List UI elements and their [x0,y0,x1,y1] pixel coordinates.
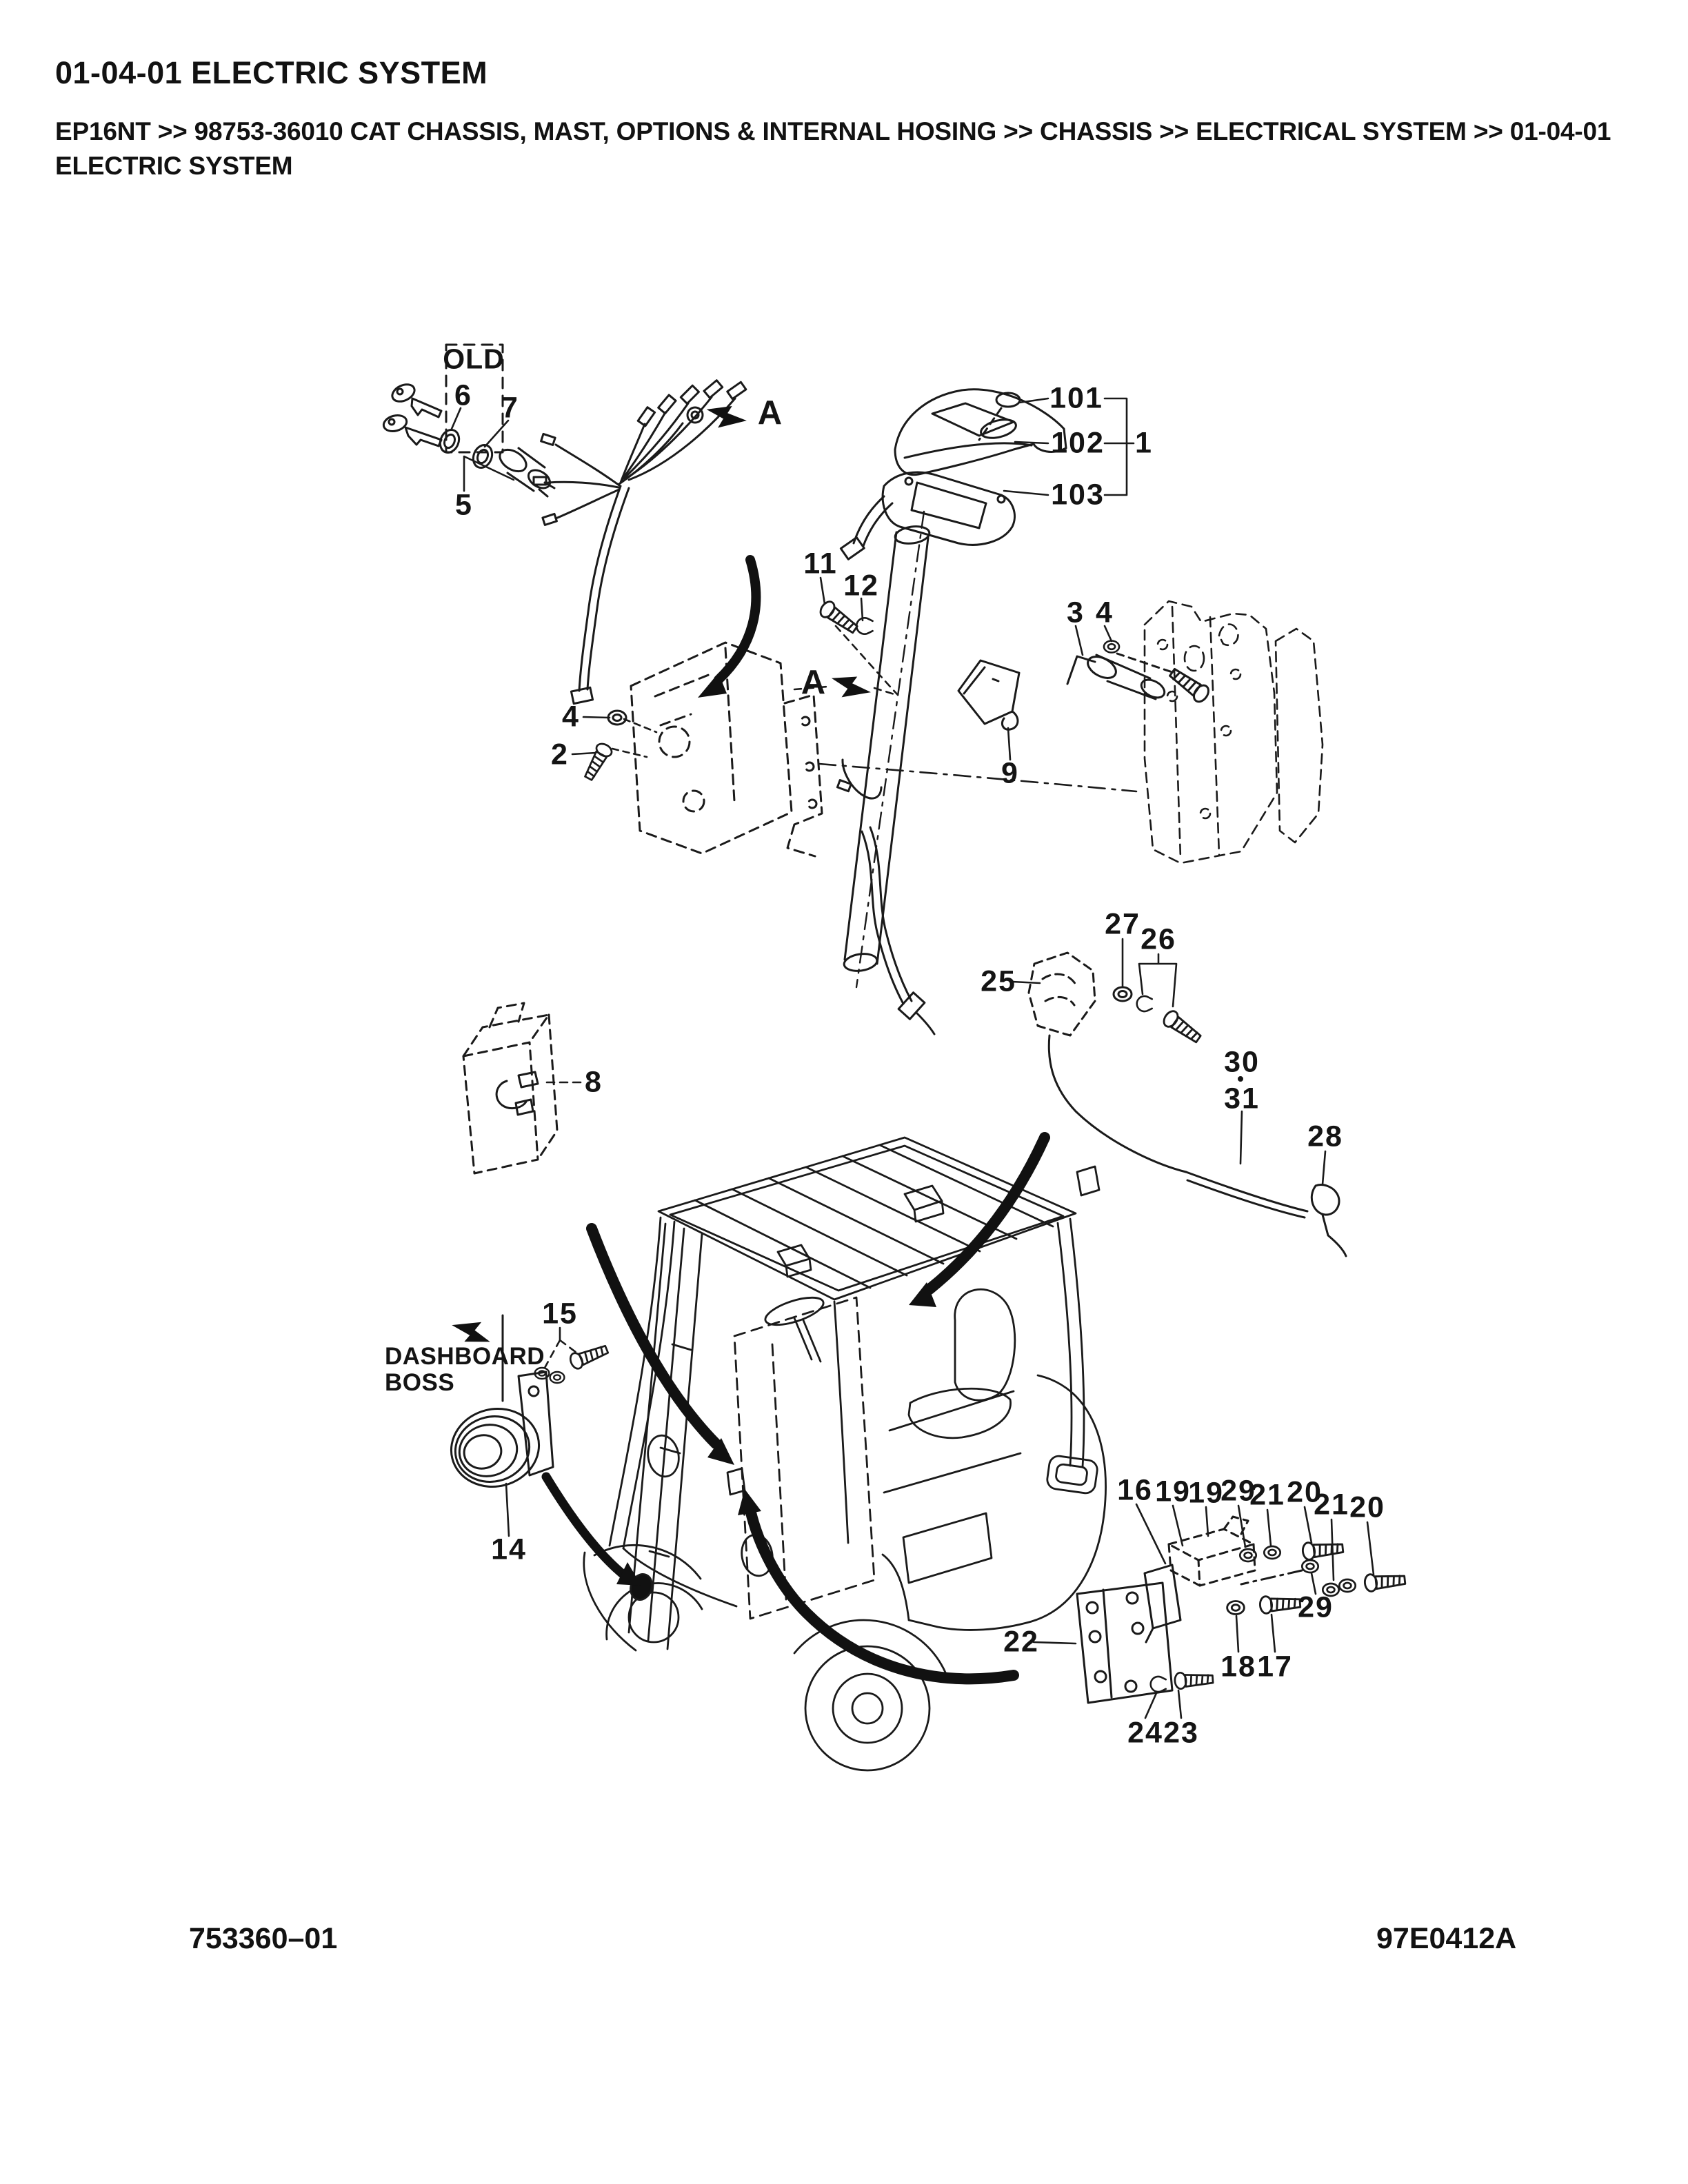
callout-18: 18 [1220,1650,1256,1684]
callout-29: 29 [1220,1474,1256,1508]
page-title: 01-04-01 ELECTRIC SYSTEM [55,55,488,90]
meter-panel-drawing [839,388,1067,560]
callout-24: 24 [1127,1716,1163,1750]
callout-1: 1 [1135,426,1153,460]
callout-30: 30 [1224,1045,1260,1079]
drawing-number: 753360–01 [189,1922,338,1955]
callout-26: 26 [1141,922,1176,956]
relay-8-drawing [462,1002,559,1175]
callout-21-2: 21 [1314,1488,1349,1521]
figure-code: 97E0412A [1376,1922,1517,1955]
callout-dashboard: DASHBOARD [385,1343,545,1370]
callout-9: 9 [1001,756,1019,790]
callout-20: 20 [1287,1475,1323,1509]
steering-column-drawing [836,510,936,1035]
callout-4-2: 4 [562,700,580,734]
forklift-drawing [583,1136,1107,1772]
callout-29-2: 29 [1298,1590,1334,1624]
callout-4: 4 [1096,596,1114,629]
callout-15: 15 [542,1297,578,1331]
flow-arrows [541,555,1050,1685]
callout-27: 27 [1105,907,1141,941]
leader-lines [450,397,1375,1719]
callout-103: 103 [1051,478,1105,512]
harness-25-drawing [1027,951,1347,1257]
callout-19-2: 19 [1188,1476,1224,1510]
callout-102: 102 [1051,426,1105,460]
callout-28: 28 [1307,1120,1343,1153]
key-switch-drawing [382,343,556,498]
callout-boss: BOSS [385,1369,455,1396]
horn-drawing [450,1314,611,1488]
callout-23: 23 [1163,1716,1199,1750]
callout-11: 11 [803,547,838,580]
callout-31: 31 [1224,1082,1260,1115]
side-panels-drawing [818,600,1324,865]
callout-19: 19 [1155,1475,1191,1508]
callout-21: 21 [1249,1478,1285,1512]
callout-20-2: 20 [1349,1490,1385,1524]
controller-22-drawing [1076,1515,1407,1704]
callout-6: 6 [454,378,472,412]
callout-2: 2 [551,738,569,771]
wiring-harness-drawing [532,379,747,705]
callout-101: 101 [1049,381,1103,415]
callout-a: A [757,394,783,432]
callout-14: 14 [491,1533,527,1566]
callout-22: 22 [1003,1625,1039,1659]
callout-5: 5 [455,488,473,522]
bracket-9-drawing [957,659,1021,731]
callout-25: 25 [981,964,1016,998]
callout-16: 16 [1117,1473,1153,1507]
callout-a-2: A [801,664,827,701]
callout-old: OLD [443,343,505,375]
callout-8: 8 [585,1065,603,1099]
callout-7: 7 [501,391,519,425]
breadcrumb: EP16NT >> 98753-36010 CAT CHASSIS, MAST,… [55,117,1611,180]
callout-12: 12 [843,569,879,603]
callout-3: 3 [1067,596,1085,629]
callout-17: 17 [1257,1650,1293,1684]
